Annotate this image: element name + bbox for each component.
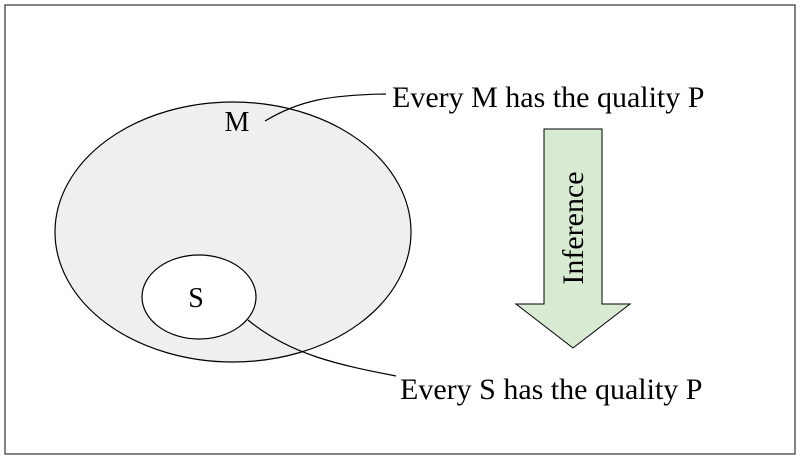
inference-label: Inference (557, 171, 590, 284)
set-s-ellipse (141, 254, 257, 340)
statement-every-m: Every M has the quality P (392, 81, 704, 114)
statement-every-s: Every S has the quality P (400, 373, 702, 406)
label-m: M (225, 107, 250, 138)
label-s: S (188, 283, 204, 314)
connector-s (247, 319, 397, 377)
connector-m (264, 93, 387, 122)
inference-arrow-icon (514, 128, 632, 349)
